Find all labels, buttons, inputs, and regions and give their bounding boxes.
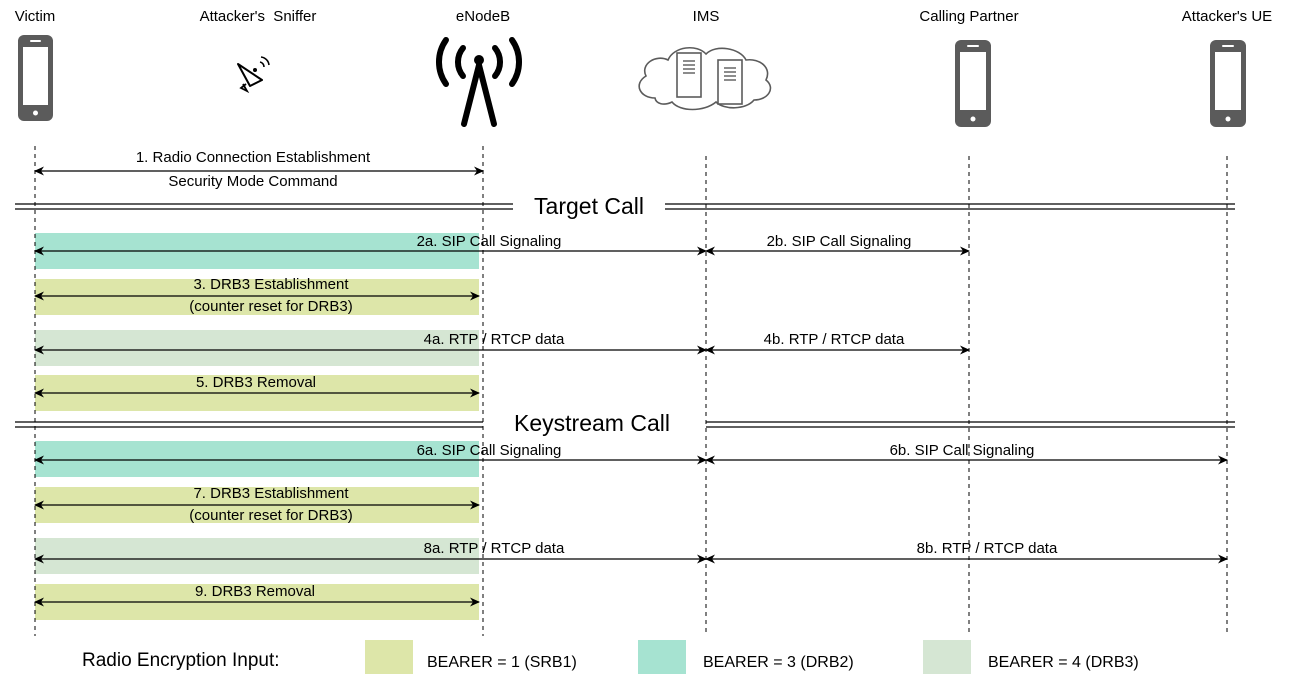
label-m5: 5. DRB3 Removal — [196, 374, 316, 391]
legend-swatch-drb3 — [923, 640, 971, 674]
label-m9: 9. DRB3 Removal — [195, 583, 315, 600]
cloud-servers-icon — [638, 47, 772, 111]
label-m8b: 8b. RTP / RTCP data — [917, 540, 1058, 557]
legend-label-drb2: BEARER = 3 (DRB2) — [703, 654, 854, 671]
separator-keystream-call — [15, 421, 1235, 428]
label-m2a: 2a. SIP Call Signaling — [417, 233, 562, 250]
phone-icon — [955, 40, 991, 127]
satellite-dish-icon — [237, 56, 270, 94]
phone-icon — [18, 35, 53, 121]
label-m3-line2: (counter reset for DRB3) — [189, 298, 352, 315]
label-m2b: 2b. SIP Call Signaling — [767, 233, 912, 250]
antenna-icon — [435, 37, 523, 127]
entity-label-sniffer: Attacker's Sniffer — [200, 8, 317, 25]
band-4a-drb3 — [35, 330, 479, 366]
entity-label-enodeb: eNodeB — [456, 8, 510, 25]
entity-label-ims: IMS — [693, 8, 720, 25]
phone-icon — [1210, 40, 1246, 127]
section-title-target-call: Target Call — [534, 193, 644, 219]
label-m6b: 6b. SIP Call Signaling — [890, 442, 1035, 459]
label-m3-line1: 3. DRB3 Establishment — [193, 276, 349, 293]
legend-swatch-drb2 — [638, 640, 686, 674]
label-m4a: 4a. RTP / RTCP data — [424, 331, 565, 348]
entity-label-partner: Calling Partner — [919, 8, 1018, 25]
band-6a-drb2 — [35, 441, 479, 477]
entity-label-victim: Victim — [15, 8, 56, 25]
label-m4b: 4b. RTP / RTCP data — [764, 331, 905, 348]
label-m8a: 8a. RTP / RTCP data — [424, 540, 565, 557]
label-m1-line2: Security Mode Command — [168, 173, 337, 190]
legend-swatch-srb1 — [365, 640, 413, 674]
label-m6a: 6a. SIP Call Signaling — [417, 442, 562, 459]
legend-title: Radio Encryption Input: — [82, 650, 280, 671]
label-m7-line2: (counter reset for DRB3) — [189, 507, 352, 524]
legend-label-drb3: BEARER = 4 (DRB3) — [988, 654, 1139, 671]
section-title-keystream-call: Keystream Call — [514, 410, 670, 436]
label-m1-line1: 1. Radio Connection Establishment — [136, 149, 371, 166]
label-m7-line1: 7. DRB3 Establishment — [193, 485, 349, 502]
separator-target-call — [15, 203, 1235, 210]
entity-label-attacker-ue: Attacker's UE — [1182, 8, 1272, 25]
band-8a-drb3 — [35, 538, 479, 574]
legend-label-srb1: BEARER = 1 (SRB1) — [427, 654, 577, 671]
